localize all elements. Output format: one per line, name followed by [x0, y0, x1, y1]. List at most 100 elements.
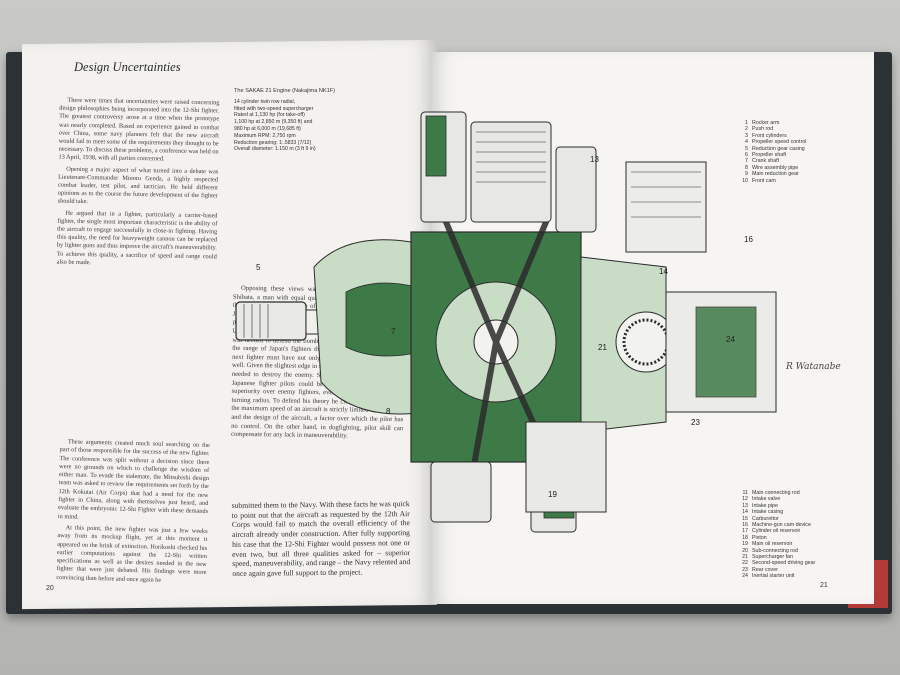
legend-label: Main oil reservoir — [752, 541, 793, 548]
legend-label: Propeller speed control — [752, 139, 807, 146]
legend-label: Inertial starter unit — [752, 573, 795, 580]
legend-row: 19 Main oil reservoir — [736, 541, 815, 547]
legend-number: 14 — [742, 509, 748, 516]
legend-label: Propeller shaft — [752, 152, 787, 159]
callout-8: 8 — [386, 407, 391, 416]
legend-label: Front cam — [752, 177, 776, 184]
page-number-left: 20 — [46, 585, 54, 592]
legend-number: 16 — [742, 522, 748, 529]
legend-number: 1 — [745, 120, 748, 126]
paragraph: There were times that uncertainties were… — [58, 96, 220, 163]
legend-label: Carburettor — [752, 515, 779, 522]
legend-row: 5 Reduction gear casing — [736, 146, 806, 152]
legend-row: 13 Intake pipe — [736, 503, 815, 509]
callout-21: 21 — [598, 343, 607, 352]
callout-14: 14 — [659, 267, 668, 276]
legend-number: 23 — [742, 566, 748, 573]
callout-5: 5 — [256, 263, 261, 272]
legend-label: Supercharger fan — [752, 554, 793, 561]
legend-number: 2 — [745, 126, 748, 133]
callout-16: 16 — [744, 235, 753, 244]
legend-row: 2 Push rod — [736, 126, 806, 132]
legend-row: 10 Front cam — [736, 178, 806, 184]
paragraph: These arguments created much soul search… — [57, 438, 210, 521]
legend-number: 15 — [742, 515, 748, 522]
legend-number: 6 — [745, 152, 748, 159]
legend-row: 20 Sub-connecting rod — [736, 548, 815, 554]
legend-row: 17 Cylinder oil reservoir — [736, 528, 815, 534]
legend-label: Rocker arm — [752, 120, 780, 126]
legend-number: 17 — [742, 528, 748, 535]
paragraph: He argued that in a fighter, particularl… — [56, 209, 218, 267]
paragraph: Opening a major aspect of what turned in… — [57, 165, 219, 206]
engine-cutaway-diagram: 13 14 16 5 7 21 24 23 19 8 — [235, 111, 777, 533]
legend-number: 11 — [742, 490, 749, 496]
callout-13: 13 — [590, 155, 599, 164]
spec-line: fitted with two-speed supercharger — [234, 105, 314, 112]
legend-row: 15 Carburettor — [736, 516, 815, 522]
legend-label: Rear cover — [752, 566, 778, 573]
legend-number: 5 — [745, 145, 748, 152]
legend-number: 3 — [745, 132, 748, 139]
legend-row: 14 Intake casing — [736, 509, 815, 515]
legend-label: Wire assembly pipe — [752, 164, 799, 171]
right-body-text: submitted them to the Navy. With these f… — [231, 499, 411, 578]
spec-line: 1,100 hp at 2,850 m (9,350 ft) and — [234, 119, 313, 126]
left-body-text-bottom: These arguments created much soul search… — [56, 438, 210, 589]
spec-caption: The SAKAE 21 Engine (Nakajima NK1F) — [234, 88, 336, 94]
legend-number: 12 — [742, 496, 748, 503]
legend-label: Piston — [752, 534, 767, 541]
spec-line: Overall diameter: 1.150 m (3 ft 9 in) — [234, 146, 316, 153]
section-title: Design Uncertainties — [74, 60, 181, 74]
engine-spec-block: The SAKAE 21 Engine (Nakajima NK1F) 14 c… — [234, 88, 335, 153]
legend-label: Crank shaft — [752, 158, 780, 165]
legend-label: Machine-gun cam device — [752, 522, 811, 529]
legend-number: 20 — [742, 547, 748, 554]
callout-7: 7 — [391, 327, 396, 336]
legend-label: Reduction gear casing — [752, 145, 805, 152]
callout-24: 24 — [726, 335, 735, 344]
legend-number: 4 — [745, 139, 748, 146]
legend-label: Main connecting rod — [752, 490, 800, 496]
legend-label: Cylinder oil reservoir — [752, 528, 801, 535]
callout-19: 19 — [548, 490, 557, 499]
legend-label: Main reduction gear — [752, 171, 799, 178]
legend-row: 9 Main reduction gear — [736, 171, 806, 177]
paragraph: At this point, the new fighter was just … — [56, 524, 208, 584]
legend-number: 19 — [742, 541, 748, 548]
legend-row: 16 Machine-gun cam device — [736, 522, 815, 528]
spec-line: Reduction gearing: 1:.5833 (7/12) — [234, 139, 312, 146]
spec-line: 980 hp at 6,000 m (19,685 ft) — [234, 125, 301, 132]
spec-line: Rated at 1,130 hp (for take-off) — [234, 112, 305, 119]
legend-number: 9 — [745, 171, 748, 178]
spec-line: Maximum RPM: 2,750 rpm — [234, 132, 296, 139]
page-number-right: 21 — [820, 582, 828, 589]
left-body-text: There were times that uncertainties were… — [57, 97, 220, 273]
legend-row: 1 Rocker arm — [736, 120, 806, 126]
legend-row: 23 Rear cover — [736, 567, 815, 573]
spec-line: 14 cylinder twin row radial, — [234, 98, 296, 105]
legend-number: 13 — [742, 502, 748, 509]
legend-number: 22 — [742, 560, 748, 567]
legend-label: Push rod — [752, 126, 774, 133]
legend-row: 7 Crank shaft — [736, 158, 806, 164]
legend-label: Front cylinders — [752, 132, 787, 139]
legend-label: Intake pipe — [752, 502, 778, 509]
legend-label: Intake casing — [752, 509, 784, 516]
artist-signature: R Watanabe — [786, 362, 841, 372]
legend-row: 4 Propeller speed control — [736, 139, 806, 145]
callout-23: 23 — [691, 418, 700, 427]
legend-number: 7 — [745, 158, 748, 165]
legend-label: Sub-connecting rod — [752, 547, 798, 554]
legend-number: 10 — [742, 177, 748, 184]
legend-row: 3 Front cylinders — [736, 133, 806, 139]
